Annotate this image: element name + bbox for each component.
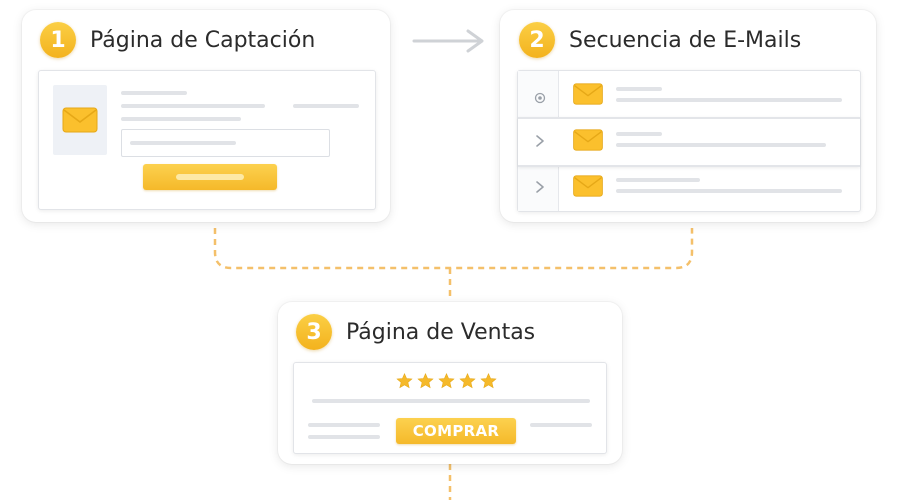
envelope-icon xyxy=(573,129,603,151)
email-list-mockup xyxy=(517,70,861,212)
email-preview-line xyxy=(616,98,842,102)
email-subject-line xyxy=(616,87,662,91)
text-line xyxy=(293,104,359,108)
step-title: Página de Captación xyxy=(90,27,316,53)
rating-stars xyxy=(396,373,501,389)
step-number-badge: 1 xyxy=(40,22,76,58)
image-placeholder xyxy=(53,85,107,155)
envelope-icon xyxy=(62,107,98,133)
subscribe-button-mockup[interactable] xyxy=(143,164,277,190)
email-input-mockup[interactable] xyxy=(121,129,330,157)
step-header-email-sequence: 2 Secuencia de E-Mails xyxy=(519,22,801,58)
text-line xyxy=(312,399,590,403)
text-line xyxy=(308,423,380,427)
email-subject-line xyxy=(616,178,700,182)
radio-icon xyxy=(534,92,546,104)
email-row[interactable] xyxy=(518,165,860,211)
step-number-badge: 3 xyxy=(296,314,332,350)
capture-page-mockup xyxy=(38,70,376,210)
star-icon xyxy=(396,373,413,389)
text-line xyxy=(121,104,265,108)
text-line xyxy=(121,91,187,95)
email-subject-line xyxy=(616,132,662,136)
step-title: Secuencia de E-Mails xyxy=(569,27,802,53)
email-row[interactable] xyxy=(518,117,860,167)
step-title: Página de Ventas xyxy=(346,319,536,345)
sales-page-mockup: COMPRAR xyxy=(293,362,607,454)
envelope-icon xyxy=(573,83,603,105)
email-preview-line xyxy=(616,189,842,193)
chevron-right-icon xyxy=(536,181,544,193)
star-icon xyxy=(459,373,476,389)
step-number-badge: 2 xyxy=(519,22,555,58)
chevron-right-icon xyxy=(536,135,544,147)
input-placeholder-line xyxy=(130,141,236,145)
buy-button[interactable]: COMPRAR xyxy=(396,418,516,444)
step-header-capture: 1 Página de Captación xyxy=(40,22,315,58)
text-line xyxy=(308,435,380,439)
text-line xyxy=(121,117,241,121)
star-icon xyxy=(417,373,434,389)
envelope-icon xyxy=(573,175,603,197)
email-row[interactable] xyxy=(518,71,860,117)
button-label-line xyxy=(176,174,244,180)
star-icon xyxy=(480,373,497,389)
star-icon xyxy=(438,373,455,389)
text-line xyxy=(530,423,592,427)
email-preview-line xyxy=(616,143,826,147)
step-header-sales: 3 Página de Ventas xyxy=(296,314,535,350)
buy-button-label: COMPRAR xyxy=(412,422,500,440)
